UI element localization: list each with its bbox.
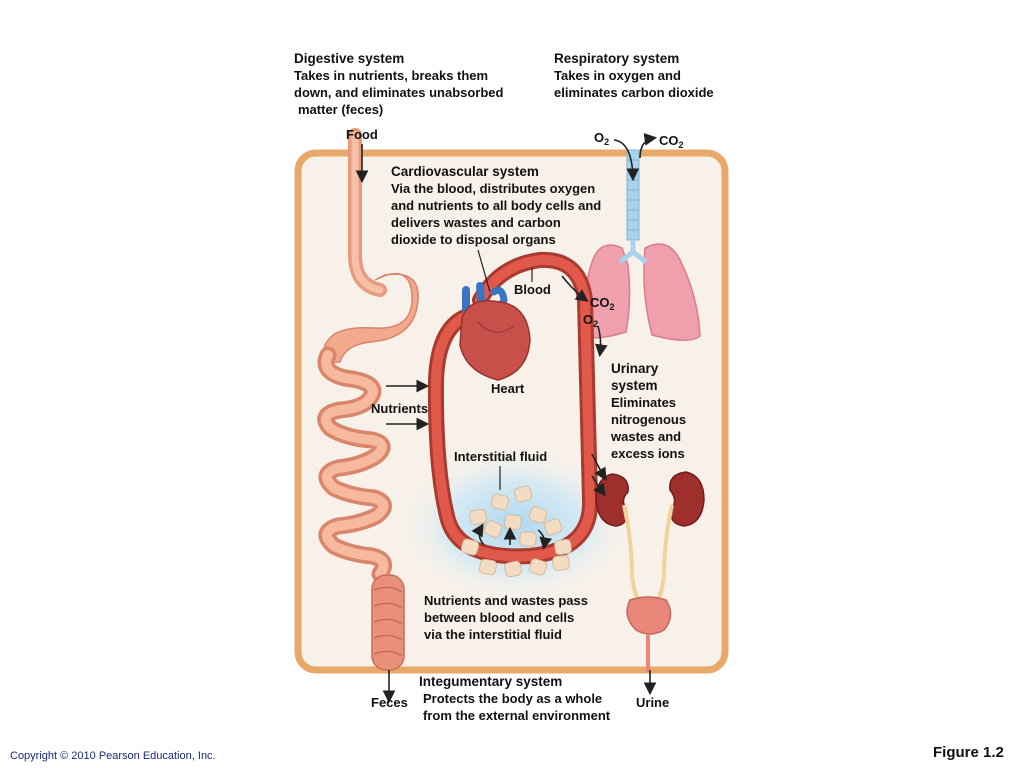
right-ureter xyxy=(654,504,674,604)
feces-label: Feces xyxy=(371,695,408,710)
copyright-text: Copyright © 2010 Pearson Education, Inc. xyxy=(10,750,216,762)
exchange-arrow-1 xyxy=(471,523,485,546)
cardiovascular-system-description: Cardiovascular system Via the blood, dis… xyxy=(391,163,601,248)
left-kidney xyxy=(595,473,629,527)
food-label: Food xyxy=(346,127,378,142)
respiratory-line: Takes in oxygen and xyxy=(554,68,681,83)
integumentary-system-title: Integumentary system xyxy=(419,674,563,689)
digestive-line: down, and eliminates unabsorbed xyxy=(294,85,504,100)
heart-label: Heart xyxy=(491,381,525,396)
urinary-line: nitrogenous xyxy=(611,412,687,427)
urinary-system-description: Urinary system Eliminates nitrogenous wa… xyxy=(611,360,686,462)
blood-to-kidney-arrow-2 xyxy=(591,475,606,497)
urine-label: Urine xyxy=(636,695,670,710)
cardiovascular-line: delivers wastes and carbon xyxy=(391,215,561,230)
heart-organ xyxy=(459,282,531,381)
cardiovascular-line: and nutrients to all body cells and xyxy=(391,198,602,213)
o2-label: O2 xyxy=(594,130,610,147)
body-cells xyxy=(460,485,572,578)
lung-to-blood-arrow xyxy=(595,325,608,358)
co2-label: CO2 xyxy=(659,133,684,150)
blood-to-lung-arrow xyxy=(561,275,589,302)
o2-lung-label: O2 xyxy=(583,312,599,329)
nutrients-label: Nutrients xyxy=(371,401,429,416)
respiratory-system-title: Respiratory system xyxy=(554,51,680,66)
urinary-line: Eliminates xyxy=(611,395,677,410)
blood-label: Blood xyxy=(514,282,551,297)
exchange-note-line: via the interstitial fluid xyxy=(424,627,562,642)
digestive-system-description: Digestive system Takes in nutrients, bre… xyxy=(294,50,503,118)
o2-in-arrow xyxy=(613,139,640,182)
urinary-line: wastes and xyxy=(611,429,682,444)
right-kidney xyxy=(669,471,705,527)
trachea xyxy=(626,149,640,241)
urinary-system-title: system xyxy=(611,378,658,393)
respiratory-system-description: Respiratory system Takes in oxygen and e… xyxy=(554,50,714,101)
cardiovascular-system-title: Cardiovascular system xyxy=(391,164,539,179)
exchange-note-line: between blood and cells xyxy=(424,610,575,625)
figure-number: Figure 1.2 xyxy=(933,744,1004,761)
digestive-line: matter (feces) xyxy=(298,102,384,117)
integumentary-line: from the external environment xyxy=(423,708,611,723)
exchange-arrow-3 xyxy=(537,529,553,551)
blood-to-kidney-arrow-1 xyxy=(591,453,607,481)
left-ureter xyxy=(622,504,642,604)
bladder xyxy=(626,596,672,635)
digestive-system-title: Digestive system xyxy=(294,51,405,66)
urinary-line: excess ions xyxy=(611,446,685,461)
large-intestine xyxy=(371,574,405,671)
co2-lung-label: CO2 xyxy=(590,295,615,312)
cardiovascular-line: Via the blood, distributes oxygen xyxy=(391,181,596,196)
integumentary-line: Protects the body as a whole xyxy=(423,691,603,706)
exchange-note: Nutrients and wastes pass between blood … xyxy=(424,592,588,643)
urinary-system-title: Urinary xyxy=(611,361,659,376)
cardiovascular-line: dioxide to disposal organs xyxy=(391,232,556,247)
integumentary-system-description: Integumentary system Protects the body a… xyxy=(419,673,610,724)
respiratory-line: eliminates carbon dioxide xyxy=(554,85,714,100)
exchange-note-line: Nutrients and wastes pass xyxy=(424,593,588,608)
interstitial-fluid-label: Interstitial fluid xyxy=(454,449,548,464)
co2-out-arrow xyxy=(639,133,658,159)
digestive-line: Takes in nutrients, breaks them xyxy=(294,68,489,83)
cardio-leader-line xyxy=(477,249,491,293)
right-lung xyxy=(643,243,701,341)
